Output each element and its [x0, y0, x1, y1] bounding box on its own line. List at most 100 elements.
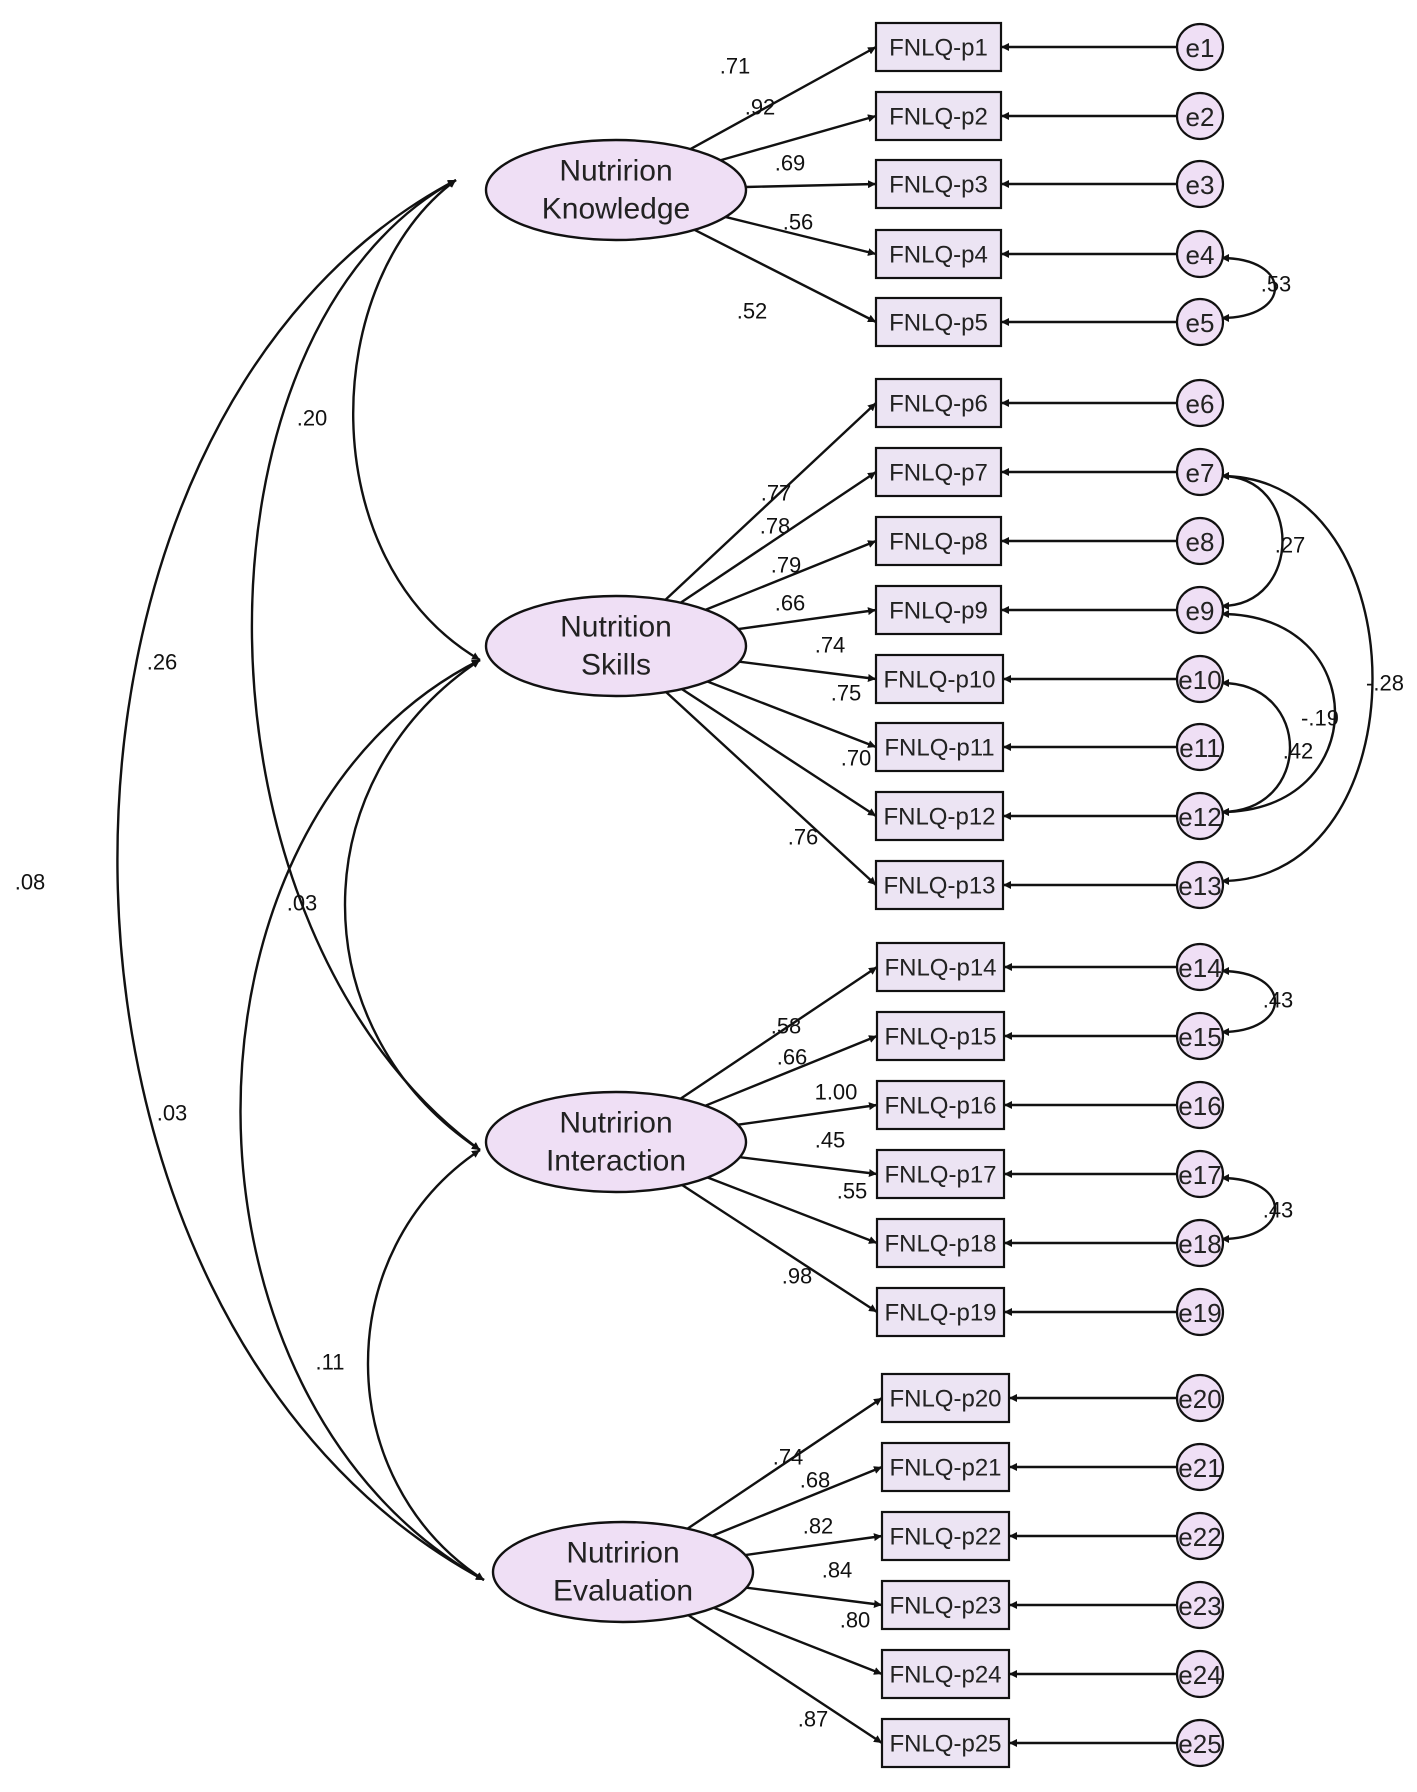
indicator-box	[875, 1286, 1006, 1338]
indicator-label: FNLQ-p14	[884, 955, 996, 982]
error-term-label: e3	[1186, 170, 1215, 200]
error-term-label: e9	[1186, 596, 1215, 626]
loading-label: .68	[800, 1468, 831, 1493]
indicator-label: FNLQ-p11	[884, 735, 994, 762]
indicator-box	[880, 1510, 1011, 1562]
latent-label-line1: Nutrition	[560, 611, 672, 644]
error-term-label: e6	[1186, 389, 1215, 419]
factor-covariance-arc	[116, 178, 485, 1582]
loading-arrow	[739, 1155, 878, 1177]
loading-arrow	[704, 1034, 878, 1107]
error-term-label: e12	[1178, 802, 1221, 832]
error-term-label: e10	[1178, 665, 1221, 695]
error-covariance-label: .27	[1275, 533, 1306, 558]
loading-arrow	[745, 1533, 883, 1557]
error-term-label: e17	[1178, 1160, 1221, 1190]
latent-label-line2: Skills	[581, 649, 651, 682]
error-term-label: e15	[1178, 1022, 1221, 1052]
error-term-circle	[1175, 1511, 1225, 1561]
error-term-circle	[1175, 1287, 1225, 1337]
error-term-label: e24	[1178, 1660, 1221, 1690]
error-term-circle	[1175, 1218, 1225, 1268]
labels-layer: .71.92.69.56.52.77.78.79.66.74.75.70.76.…	[15, 54, 1404, 1732]
error-covariance-arc	[1220, 967, 1276, 1036]
loading-arrow	[705, 539, 877, 611]
loading-label: .77	[761, 481, 792, 506]
indicator-label: FNLQ-p3	[889, 172, 988, 199]
error-covariance-arc	[1220, 610, 1336, 816]
loading-arrow	[720, 114, 877, 162]
indicator-box	[874, 584, 1003, 636]
indicator-box	[880, 1441, 1011, 1493]
loading-label: .58	[771, 1014, 802, 1039]
error-term-circle	[1175, 1580, 1225, 1630]
indicator-label: FNLQ-p8	[889, 529, 988, 556]
error-term-circle	[1175, 942, 1225, 992]
error-term-label: e21	[1178, 1453, 1221, 1483]
factor-covariance-arc	[352, 179, 481, 662]
loading-label: .87	[798, 1707, 829, 1732]
latent-factor-ellipse	[491, 1520, 755, 1624]
error-term-label: e11	[1179, 733, 1220, 763]
indicator-label: FNLQ-p15	[884, 1024, 996, 1051]
loading-label: .71	[720, 54, 751, 79]
loading-label: .74	[815, 633, 846, 658]
loading-arrow	[707, 1176, 878, 1245]
covariance-label: .08	[15, 870, 46, 895]
latent-factor-ellipse	[484, 594, 748, 698]
indicator-box	[880, 1648, 1011, 1700]
loading-label: .45	[815, 1128, 846, 1153]
error-term-circle	[1175, 1011, 1225, 1061]
error-covariance-arc	[1220, 254, 1276, 322]
indicator-box	[874, 21, 1003, 73]
indicator-label: FNLQ-p19	[884, 1300, 996, 1327]
error-term-label: e7	[1186, 458, 1215, 488]
loading-arrow	[712, 1465, 883, 1537]
indicator-label: FNLQ-p25	[889, 1731, 1001, 1758]
covariance-label: .03	[287, 891, 318, 916]
indicator-label: FNLQ-p2	[889, 104, 988, 131]
indicator-label: FNLQ-p13	[883, 873, 995, 900]
indicator-box	[874, 653, 1005, 705]
error-term-label: e8	[1186, 527, 1215, 557]
factor-covariance-arc	[343, 659, 481, 1151]
indicator-box	[880, 1579, 1011, 1631]
error-term-circle	[1175, 1442, 1225, 1492]
loading-label: .80	[840, 1608, 871, 1633]
loading-arrow	[665, 691, 877, 886]
indicator-box	[874, 859, 1005, 911]
indicator-label: FNLQ-p1	[889, 35, 988, 62]
indicator-label: FNLQ-p6	[889, 391, 988, 418]
error-covariance-label: -.28	[1366, 671, 1404, 696]
covariance-label: .26	[147, 650, 178, 675]
loading-label: .92	[745, 95, 776, 120]
indicator-label: FNLQ-p9	[889, 598, 988, 625]
factor-covariance-arc	[239, 658, 485, 1582]
error-covariance-arc	[1220, 679, 1292, 816]
error-term-circle	[1175, 1149, 1225, 1199]
indicator-label: FNLQ-p23	[889, 1593, 1001, 1620]
loading-label: .98	[782, 1264, 813, 1289]
loading-label: .82	[803, 1514, 834, 1539]
indicator-box	[874, 446, 1003, 498]
indicator-box	[875, 1079, 1006, 1131]
error-term-label: e20	[1178, 1384, 1221, 1414]
error-term-label: e19	[1178, 1298, 1221, 1328]
error-term-circle	[1175, 654, 1225, 704]
error-term-circle	[1175, 860, 1225, 910]
error-term-circle	[1175, 447, 1225, 497]
error-covariance-label: .43	[1263, 1198, 1294, 1223]
loading-label: .55	[837, 1179, 868, 1204]
indicator-label: FNLQ-p10	[883, 667, 995, 694]
covariance-label: .11	[316, 1350, 345, 1375]
loading-label: .84	[822, 1558, 853, 1583]
loading-label: .66	[777, 1045, 808, 1070]
loading-arrow	[693, 228, 877, 324]
latent-label-line2: Interaction	[546, 1145, 686, 1178]
loading-arrow	[745, 180, 877, 189]
indicator-box	[874, 158, 1003, 210]
error-term-circle	[1175, 1080, 1225, 1130]
latent-factor-ellipse	[484, 1090, 748, 1194]
loading-label: .74	[773, 1445, 804, 1470]
